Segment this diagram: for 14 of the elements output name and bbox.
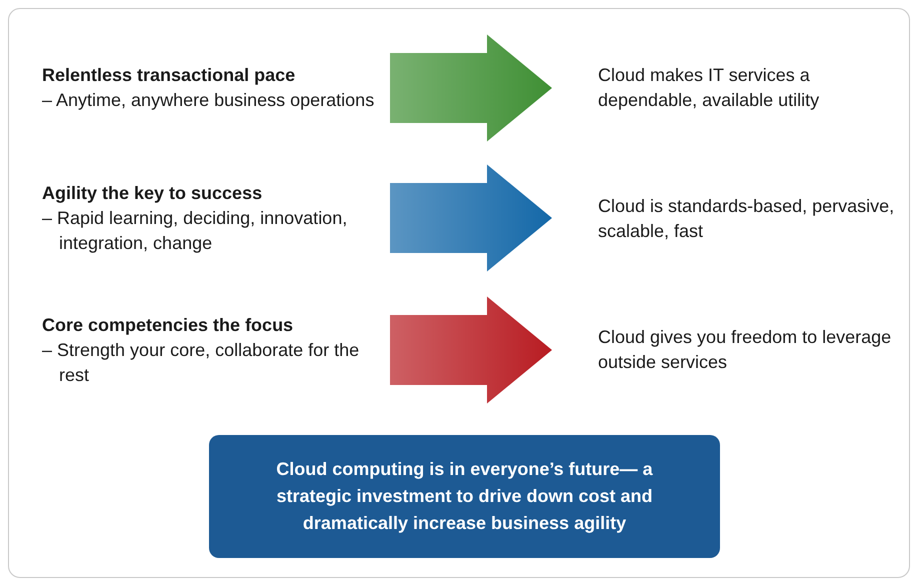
cloud-benefit-text: Cloud makes IT services a dependable, available utility <box>598 64 820 112</box>
summary-banner <box>209 435 720 558</box>
trend-heading: Agility the key to success <box>42 182 264 205</box>
trend-description: – Anytime, anywhere business operations <box>42 89 376 112</box>
cloud-benefit-text: Cloud gives you freedom to leverage outside services <box>598 326 892 374</box>
trend-description: – Rapid learning, deciding, innovation, integration, change <box>42 206 348 255</box>
block-arrow <box>390 34 552 142</box>
block-arrow <box>390 296 552 404</box>
trend-heading: Core competencies the focus <box>42 314 294 337</box>
trend-heading: Relentless transactional pace <box>42 64 296 87</box>
trend-description: – Strength your core, collaborate for the rest <box>42 338 360 386</box>
summary-text: Cloud computing is in everyone’s future— a strategic investment to drive down cost and dramatically increase business agility <box>275 458 654 535</box>
cloud-benefit-text: Cloud is standards-based, pervasive, scalable, fast <box>598 195 896 243</box>
block-arrow <box>390 164 552 272</box>
